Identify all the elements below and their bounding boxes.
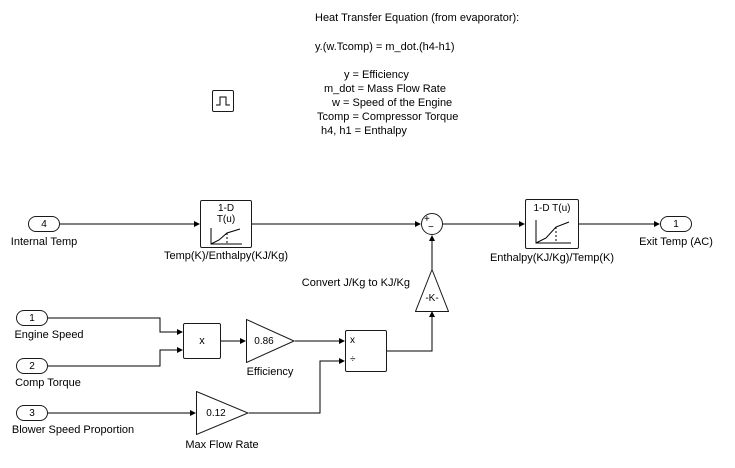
annotation-equation: y.(w.Tcomp) = m_dot.(h4-h1) [315,41,455,53]
wire-divide-to-gain-convert[interactable] [387,311,435,352]
gain-maxflow-label: Max Flow Rate [185,439,259,451]
inport-comp-torque-label: Comp Torque [15,377,81,389]
inport-internal-temp-label: Internal Temp [10,236,78,248]
divide-divide-sign: ÷ [350,354,356,365]
wire-gain-convert-to-sum[interactable] [429,235,435,269]
gain-convert-value: -K- [425,293,439,304]
gain-efficiency-label: Efficiency [246,366,294,378]
lookup-block-text: 1-D T(u) [533,203,571,214]
gain-convert-block[interactable] [415,269,449,312]
port-number: 1 [673,218,679,230]
product-block[interactable]: x [183,323,221,359]
inport-internal-temp[interactable]: 4 [28,216,60,232]
gain-maxflow-block[interactable] [196,391,249,435]
inport-blower-speed-label: Blower Speed Proportion [11,424,135,436]
inport-blower-speed[interactable]: 3 [16,405,48,421]
port-number: 1 [29,312,35,324]
wire-comp-torque-to-product[interactable] [48,347,183,367]
lookup-table-enthalpy-to-temp[interactable]: 1-D T(u) [525,199,579,249]
lookup-enthalpy-label: Enthalpy(KJ/Kg)/Temp(K) [489,252,615,264]
wire-internal-temp-to-lookup1[interactable] [60,221,200,227]
wire-sum-to-lookup2[interactable] [443,221,525,227]
divide-block[interactable]: x ÷ [345,330,387,372]
sum-minus-sign: − [428,222,434,233]
gain-efficiency-value: 0.86 [254,336,274,347]
wire-blower-speed-to-gain-maxflow[interactable] [48,410,196,416]
wire-lookup2-to-exit[interactable] [579,221,660,227]
sum-plus-sign: + [424,214,430,225]
annotation-legend-line: y = Efficiency [344,69,409,81]
gain-convert-label: Convert J/Kg to KJ/Kg [301,277,410,289]
lookup-curve-icon [535,220,571,244]
annotation-title: Heat Transfer Equation (from evaporator)… [315,12,520,24]
wire-lookup1-to-sum[interactable] [252,221,421,227]
wire-gain-efficiency-to-divide[interactable] [295,338,345,344]
outport-exit-temp-label: Exit Temp (AC) [639,236,713,248]
port-number: 3 [29,407,35,419]
pulse-icon [216,96,230,106]
port-number: 2 [29,360,35,372]
sum-block[interactable] [421,213,443,235]
lookup-curve-icon [210,228,242,245]
product-op: x [199,335,205,347]
inport-engine-speed-label: Engine Speed [14,329,84,341]
gain-efficiency-block[interactable] [246,319,295,363]
inport-comp-torque[interactable]: 2 [16,358,48,374]
outport-exit-temp[interactable]: 1 [660,216,692,232]
inport-engine-speed[interactable]: 1 [16,310,48,326]
wire-product-to-gain-efficiency[interactable] [221,338,246,344]
annotation-legend-line: w = Speed of the Engine [332,97,453,109]
annotation-legend-line: Tcomp = Compressor Torque [317,111,459,123]
annotation-legend-line: m_dot = Mass Flow Rate [324,83,446,95]
annotation-legend-line: h4, h1 = Enthalpy [321,125,407,137]
divide-multiply-sign: x [350,335,355,346]
pulse-block[interactable] [212,90,234,112]
wire-gain-maxflow-to-divide[interactable] [249,358,345,414]
gain-maxflow-value: 0.12 [206,408,226,419]
port-number: 4 [41,218,47,230]
lookup-block-text: 1-D T(u) [216,203,236,225]
wire-engine-speed-to-product[interactable] [48,317,183,335]
lookup-temp-label: Temp(K)/Enthalpy(KJ/Kg) [163,250,289,262]
lookup-table-temp-to-enthalpy[interactable]: 1-D T(u) [200,200,252,248]
